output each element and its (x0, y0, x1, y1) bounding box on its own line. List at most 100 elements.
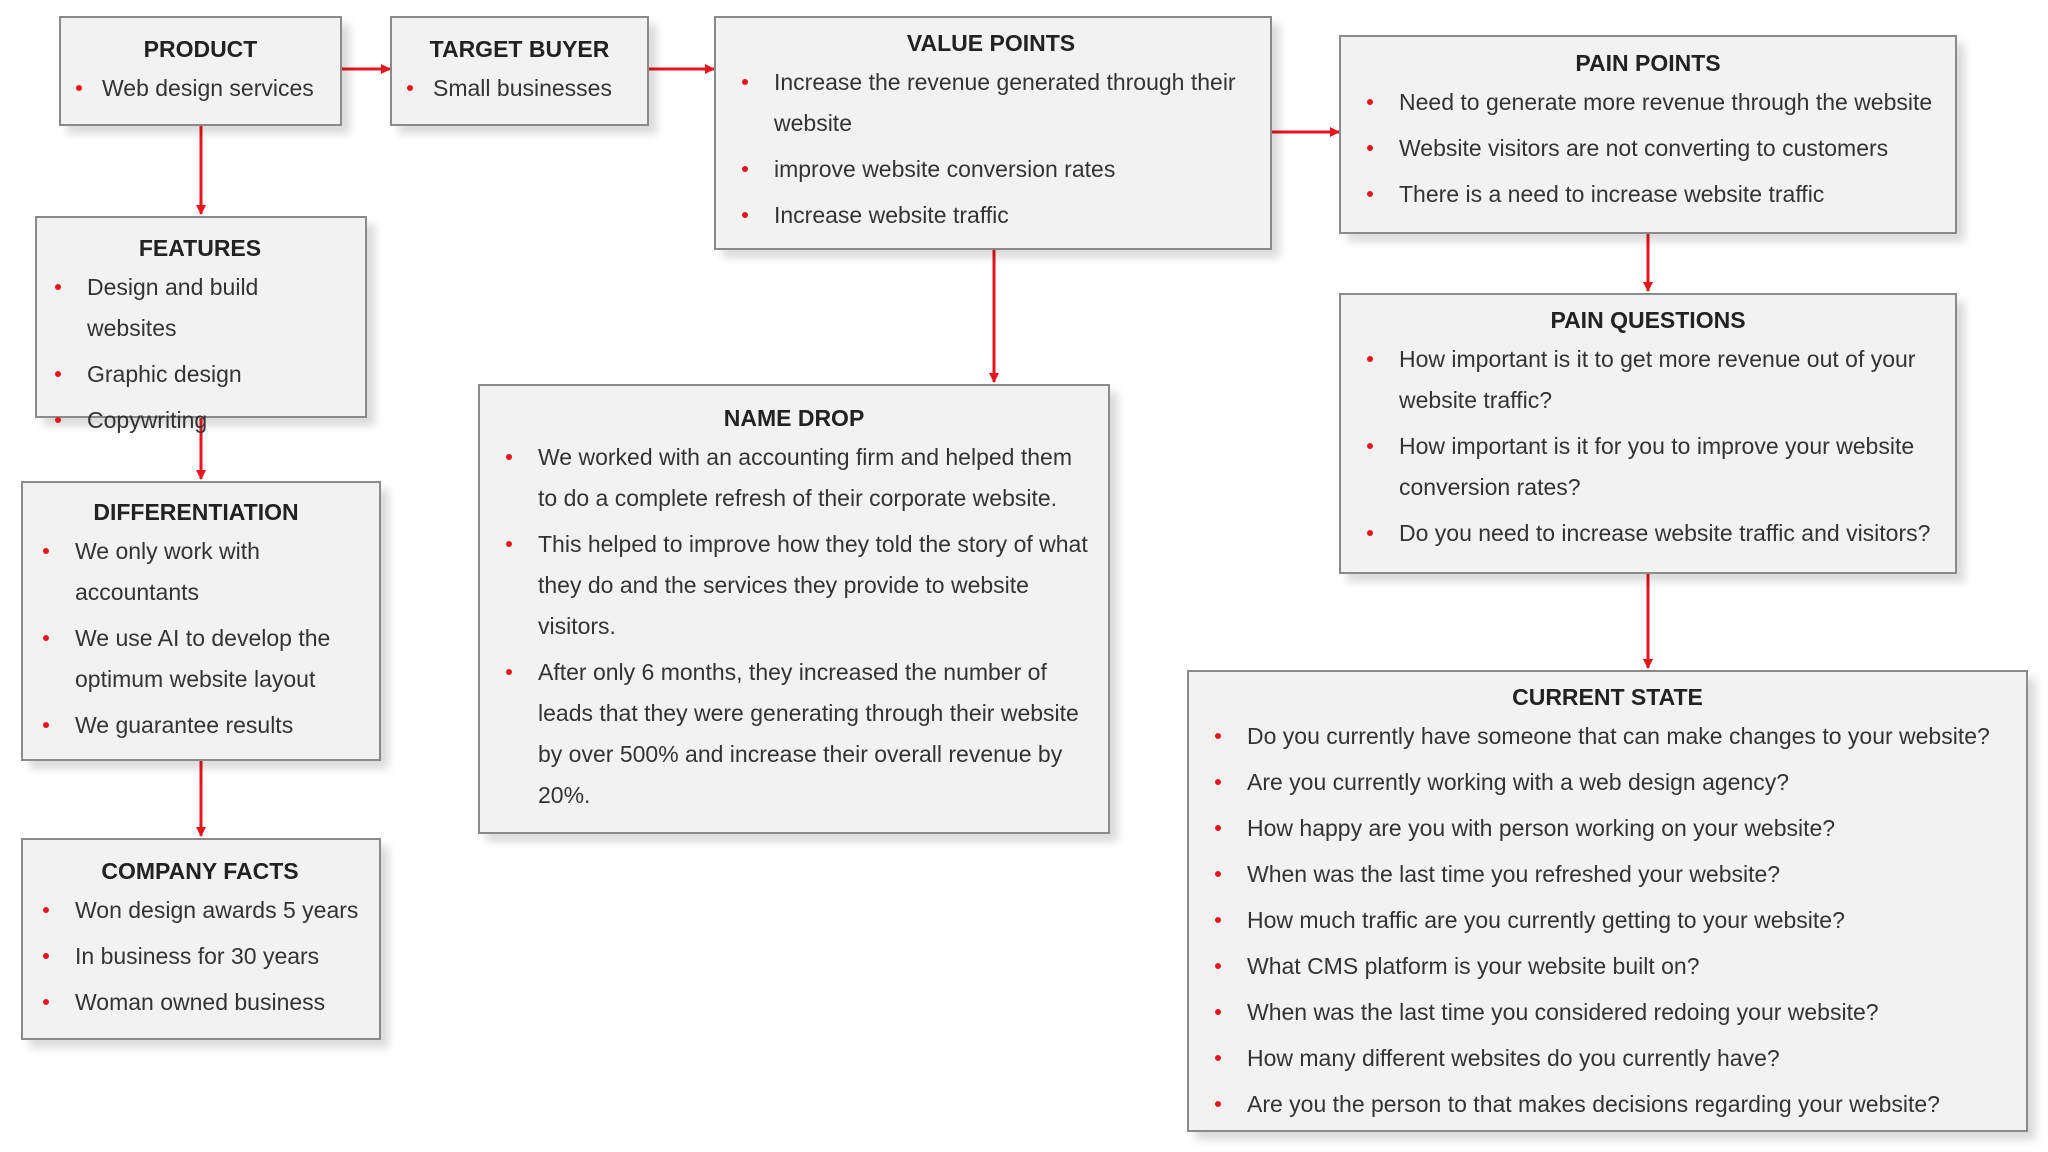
list-item: Increase website traffic (734, 195, 1248, 236)
company-facts-box: COMPANY FACTS Won design awards 5 years … (21, 838, 381, 1040)
list-item: Won design awards 5 years (35, 890, 365, 931)
bullet-icon (55, 371, 61, 377)
list-item-text: We worked with an accounting firm and he… (538, 444, 1072, 511)
bullet-icon (43, 722, 49, 728)
list-item-text: We only work with accountants (75, 538, 260, 605)
target-buyer-box: TARGET BUYER Small businesses (390, 16, 649, 126)
list-item-text: This helped to improve how they told the… (538, 531, 1088, 639)
list-item-text: Woman owned business (75, 989, 326, 1015)
differentiation-box: DIFFERENTIATION We only work with accoun… (21, 481, 381, 761)
bullet-icon (43, 999, 49, 1005)
bullet-icon (43, 548, 49, 554)
list-item-text: Are you currently working with a web des… (1247, 769, 1790, 795)
list-item-text: What CMS platform is your website built … (1247, 953, 1700, 979)
bullet-icon (76, 85, 82, 91)
pain-points-list: Need to generate more revenue through th… (1359, 82, 1937, 215)
list-item-text: Increase the revenue generated through t… (774, 69, 1236, 136)
list-item-text: How important is it to get more revenue … (1399, 346, 1916, 413)
value-points-title: VALUE POINTS (906, 30, 1076, 56)
list-item: Are you the person to that makes decisio… (1207, 1084, 2008, 1125)
bullet-icon (1215, 963, 1221, 969)
list-item-text: Won design awards 5 years (75, 897, 359, 923)
value-points-box: VALUE POINTS Increase the revenue genera… (714, 16, 1272, 250)
list-item: Graphic design (47, 354, 353, 395)
bullet-icon (1367, 191, 1373, 197)
list-item: We worked with an accounting firm and he… (498, 437, 1090, 519)
bullet-icon (506, 541, 512, 547)
features-box: FEATURES Design and build websites Graph… (35, 216, 367, 433)
list-item-text: Design and build websites (87, 274, 259, 341)
bullet-icon (742, 166, 748, 172)
features-title: FEATURES (138, 235, 262, 261)
bullet-icon (1215, 871, 1221, 877)
list-item: There is a need to increase website traf… (1359, 174, 1937, 215)
bullet-icon (407, 85, 413, 91)
bullet-icon (55, 417, 61, 423)
list-item: improve website conversion rates (734, 149, 1248, 190)
list-item: We only work with accountants (35, 531, 357, 613)
list-item-text: There is a need to increase website traf… (1399, 181, 1825, 207)
pain-questions-list: How important is it to get more revenue … (1359, 339, 1937, 554)
bullet-icon (1215, 1055, 1221, 1061)
list-item-text: Small businesses (433, 75, 612, 101)
bullet-icon (43, 635, 49, 641)
list-item: This helped to improve how they told the… (498, 524, 1090, 647)
bullet-icon (1215, 779, 1221, 785)
list-item-text: improve website conversion rates (774, 156, 1116, 182)
bullet-icon (1367, 530, 1373, 536)
company-facts-title: COMPANY FACTS (101, 858, 299, 884)
target-buyer-title: TARGET BUYER (429, 36, 610, 62)
bullet-icon (1367, 443, 1373, 449)
bullet-icon (506, 669, 512, 675)
list-item-text: How important is it for you to improve y… (1399, 433, 1915, 500)
pain-questions-title: PAIN QUESTIONS (1550, 307, 1746, 333)
list-item: Need to generate more revenue through th… (1359, 82, 1937, 123)
list-item: In business for 30 years (35, 936, 365, 977)
list-item: Are you currently working with a web des… (1207, 762, 2008, 803)
bullet-icon (43, 907, 49, 913)
list-item-text: We use AI to develop the optimum website… (75, 625, 331, 692)
list-item: Increase the revenue generated through t… (734, 62, 1248, 144)
list-item: How much traffic are you currently getti… (1207, 900, 2008, 941)
list-item-text: After only 6 months, they increased the … (538, 659, 1079, 808)
list-item: After only 6 months, they increased the … (498, 652, 1090, 816)
bullet-icon (1215, 733, 1221, 739)
bullet-icon (1215, 825, 1221, 831)
list-item: Design and build websites (47, 267, 353, 349)
bullet-icon (1215, 1101, 1221, 1107)
product-title: PRODUCT (143, 36, 258, 62)
list-item-text: How happy are you with person working on… (1247, 815, 1836, 841)
bullet-icon (1367, 99, 1373, 105)
bullet-icon (742, 79, 748, 85)
bullet-icon (55, 284, 61, 290)
list-item: We guarantee results (35, 705, 357, 746)
target-buyer-list: Small businesses (406, 68, 633, 109)
list-item-text: Are you the person to that makes decisio… (1247, 1091, 1940, 1117)
list-item-text: How many different websites do you curre… (1247, 1045, 1780, 1071)
list-item: When was the last time you considered re… (1207, 992, 2008, 1033)
current-state-box: CURRENT STATE Do you currently have some… (1187, 670, 2028, 1132)
pain-points-box: PAIN POINTS Need to generate more revenu… (1339, 35, 1957, 234)
list-item-text: Do you currently have someone that can m… (1247, 723, 1990, 749)
list-item-text: Need to generate more revenue through th… (1399, 89, 1933, 115)
bullet-icon (1367, 145, 1373, 151)
features-list: Design and build websites Graphic design… (47, 267, 353, 441)
list-item-text: How much traffic are you currently getti… (1247, 907, 1845, 933)
pain-questions-box: PAIN QUESTIONS How important is it to ge… (1339, 293, 1957, 574)
list-item: Web design services (75, 68, 326, 109)
product-list: Web design services (75, 68, 326, 109)
list-item: How many different websites do you curre… (1207, 1038, 2008, 1079)
list-item-text: In business for 30 years (75, 943, 320, 969)
list-item: What CMS platform is your website built … (1207, 946, 2008, 987)
differentiation-title: DIFFERENTIATION (93, 499, 299, 525)
list-item-text: Copywriting (87, 407, 208, 433)
name-drop-title: NAME DROP (723, 405, 865, 431)
list-item-text: Increase website traffic (774, 202, 1009, 228)
current-state-list: Do you currently have someone that can m… (1207, 716, 2008, 1125)
bullet-icon (742, 212, 748, 218)
current-state-title: CURRENT STATE (1512, 684, 1703, 710)
product-box: PRODUCT Web design services (59, 16, 342, 126)
bullet-icon (506, 454, 512, 460)
